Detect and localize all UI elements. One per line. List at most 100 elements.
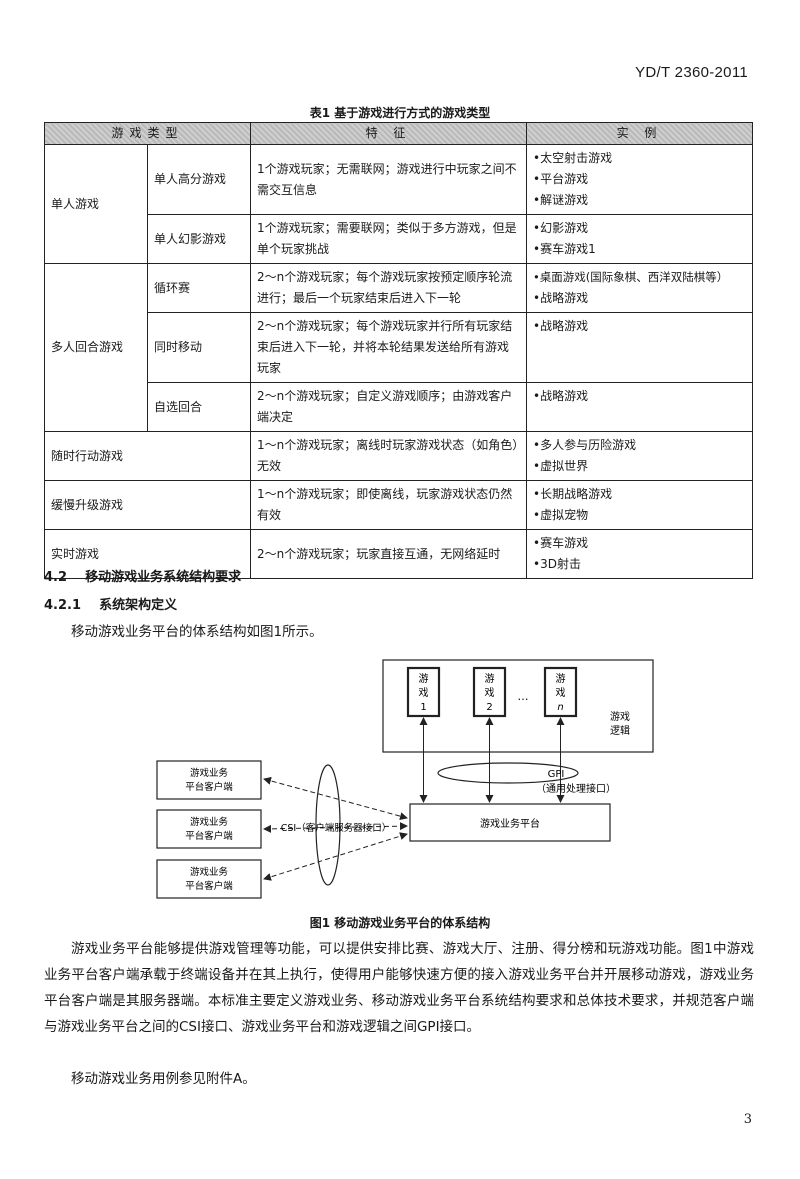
subsection-number: 4.2.1 (44, 598, 82, 613)
svg-text:游戏业务: 游戏业务 (190, 816, 229, 828)
body-paragraph: 游戏业务平台能够提供游戏管理等功能，可以提供安排比赛、游戏大厅、注册、得分榜和玩… (44, 941, 754, 1035)
feature-cell: 1个游戏玩家；需要联网；类似于多方游戏，但是单个玩家挑战 (250, 214, 528, 264)
example-item: •战略游戏 (533, 389, 589, 403)
section-title: 移动游戏业务系统结构要求 (85, 570, 242, 585)
section-heading: 4.2 移动游戏业务系统结构要求 (44, 566, 241, 585)
csi-label: CSI（客户端服务器接口） (281, 822, 391, 834)
header-game-type: 游戏类型 (43, 122, 252, 145)
svg-text:游: 游 (556, 672, 566, 685)
client-box-3: 游戏业务 平台客户端 (156, 859, 262, 899)
csi-arrow-3 (263, 832, 408, 881)
feature-cell: 1个游戏玩家；无需联网；游戏进行中玩家之间不需交互信息 (250, 144, 528, 215)
example-item: •赛车游戏 (533, 536, 589, 550)
example-cell: •幻影游戏 •赛车游戏1 (526, 214, 754, 264)
table-caption: 表1 基于游戏进行方式的游戏类型 (309, 106, 491, 120)
client-box-2: 游戏业务 平台客户端 (156, 809, 262, 849)
example-cell: •长期战略游戏 •虚拟宠物 (526, 480, 754, 530)
game-2-box: 游 戏 2 (472, 666, 507, 718)
game-type-table: 游戏类型 特 征 实 例 单人游戏 单人高分游戏 1个游戏玩家；无需联网；游戏进… (43, 122, 754, 579)
table-row: 多人回合游戏 循环赛 2～n个游戏玩家；每个游戏玩家按预定顺序轮流进行；最后一个… (44, 263, 754, 432)
feature-cell: 2～n个游戏玩家；玩家直接互通，无网络延时 (250, 529, 528, 579)
page-number: 3 (743, 1112, 752, 1127)
svg-text:游: 游 (485, 672, 495, 685)
group-cell: 多人回合游戏 (44, 263, 148, 432)
group-cell: 缓慢升级游戏 (43, 480, 252, 530)
example-cell: •桌面游戏(国际象棋、西洋双陆棋等） •战略游戏 (526, 263, 754, 313)
example-item: •桌面游戏(国际象棋、西洋双陆棋等） (533, 270, 729, 284)
body-paragraph: 移动游戏业务用例参见附件A。 (71, 1071, 256, 1087)
example-item: •幻影游戏 (533, 221, 589, 235)
game-n-box: 游 戏 n (543, 666, 578, 718)
game-logic-label: 游戏 (610, 710, 630, 723)
example-item: •战略游戏 (533, 319, 589, 333)
example-cell: •战略游戏 (526, 382, 754, 432)
svg-text:戏: 戏 (419, 687, 429, 699)
example-item: •多人参与历险游戏 (533, 438, 637, 452)
example-item: •虚拟世界 (533, 459, 589, 473)
gpi-ellipse (437, 762, 579, 784)
subtype-cell: 单人高分游戏 (146, 144, 252, 215)
example-item: •3D射击 (533, 557, 581, 571)
table-row: 随时行动游戏 1～n个游戏玩家；离线时玩家游戏状态（如角色）无效 •多人参与历险… (43, 431, 754, 481)
example-item: •战略游戏 (533, 291, 589, 305)
svg-text:平台客户端: 平台客户端 (185, 781, 233, 793)
game-1-box: 游 戏 1 (406, 666, 441, 718)
csi-ellipse (315, 764, 341, 886)
group-cell: 单人游戏 (44, 144, 148, 264)
svg-text:游戏业务: 游戏业务 (190, 866, 229, 878)
standard-number: YD/T 2360-2011 (635, 64, 748, 81)
section-number: 4.2 (44, 570, 68, 585)
example-item: •赛车游戏1 (533, 242, 596, 256)
subtype-cell: 循环赛 (146, 263, 252, 313)
subtype-cell: 同时移动 (146, 312, 252, 383)
svg-text:戏: 戏 (485, 687, 495, 699)
header-example: 实 例 (526, 122, 754, 145)
table-header-row: 游戏类型 特 征 实 例 (43, 122, 754, 145)
game-logic-box (382, 659, 654, 753)
table-row: 实时游戏 2～n个游戏玩家；玩家直接互通，无网络延时 •赛车游戏 •3D射击 (43, 529, 754, 579)
feature-cell: 2～n个游戏玩家；每个游戏玩家并行所有玩家结束后进入下一轮，并将本轮结果发送给所… (250, 312, 528, 383)
figure-caption: 图1 移动游戏业务平台的体系结构 (309, 916, 491, 930)
client-box-1: 游戏业务 平台客户端 (156, 760, 262, 800)
example-cell: •战略游戏 (526, 312, 754, 383)
header-feature: 特 征 (250, 122, 528, 145)
example-cell: •多人参与历险游戏 •虚拟世界 (526, 431, 754, 481)
example-cell: •赛车游戏 •3D射击 (526, 529, 754, 579)
gpi-note: （通用处理接口） (536, 782, 616, 795)
feature-cell: 2～n个游戏玩家；每个游戏玩家按预定顺序轮流进行；最后一个玩家结束后进入下一轮 (250, 263, 528, 313)
subtype-cell: 单人幻影游戏 (146, 214, 252, 264)
feature-cell: 1～n个游戏玩家；即使离线，玩家游戏状态仍然有效 (250, 480, 528, 530)
svg-text:1: 1 (420, 702, 426, 713)
subtype-cell: 自选回合 (146, 382, 252, 432)
intro-text: 移动游戏业务平台的体系结构如图1所示。 (71, 624, 323, 640)
svg-text:游: 游 (419, 672, 429, 685)
feature-cell: 1～n个游戏玩家；离线时玩家游戏状态（如角色）无效 (250, 431, 528, 481)
subsection-heading: 4.2.1 系统架构定义 (44, 594, 177, 613)
svg-text:2: 2 (486, 702, 492, 713)
subsection-title: 系统架构定义 (99, 598, 178, 613)
csi-arrow-1 (263, 776, 408, 821)
svg-text:平台客户端: 平台客户端 (185, 880, 233, 892)
example-item: •解谜游戏 (533, 193, 589, 207)
gpi-label: GPI (548, 769, 565, 780)
svg-text:平台客户端: 平台客户端 (185, 830, 233, 842)
example-cell: •太空射击游戏 •平台游戏 •解谜游戏 (526, 144, 754, 215)
table-row: 自选回合 2～n个游戏玩家；自定义游戏顺序；由游戏客户端决定 •战略游戏 (45, 382, 754, 432)
table-row: 单人幻影游戏 1个游戏玩家；需要联网；类似于多方游戏，但是单个玩家挑战 •幻影游… (45, 214, 754, 264)
example-item: •虚拟宠物 (533, 508, 589, 522)
table-row: 同时移动 2～n个游戏玩家；每个游戏玩家并行所有玩家结束后进入下一轮，并将本轮结… (45, 312, 754, 383)
game-logic-label: 逻辑 (610, 724, 630, 737)
table-row: 单人游戏 单人高分游戏 1个游戏玩家；无需联网；游戏进行中玩家之间不需交互信息 … (44, 144, 754, 264)
svg-text:n: n (557, 702, 563, 713)
svg-text:戏: 戏 (556, 687, 566, 699)
feature-cell: 2～n个游戏玩家；自定义游戏顺序；由游戏客户端决定 (250, 382, 528, 432)
example-item: •太空射击游戏 (533, 151, 613, 165)
game-platform-box (409, 803, 611, 842)
example-item: •长期战略游戏 (533, 487, 613, 501)
architecture-diagram: 游 戏 1 游 戏 2 … 游 戏 n 游戏 逻辑 GPI （通用处理接口） 游… (156, 659, 654, 899)
table-row: 缓慢升级游戏 1～n个游戏玩家；即使离线，玩家游戏状态仍然有效 •长期战略游戏 … (43, 480, 754, 530)
example-item: •平台游戏 (533, 172, 589, 186)
group-cell: 实时游戏 (43, 529, 252, 579)
group-cell: 随时行动游戏 (43, 431, 252, 481)
game-platform-label: 游戏业务平台 (480, 817, 540, 830)
